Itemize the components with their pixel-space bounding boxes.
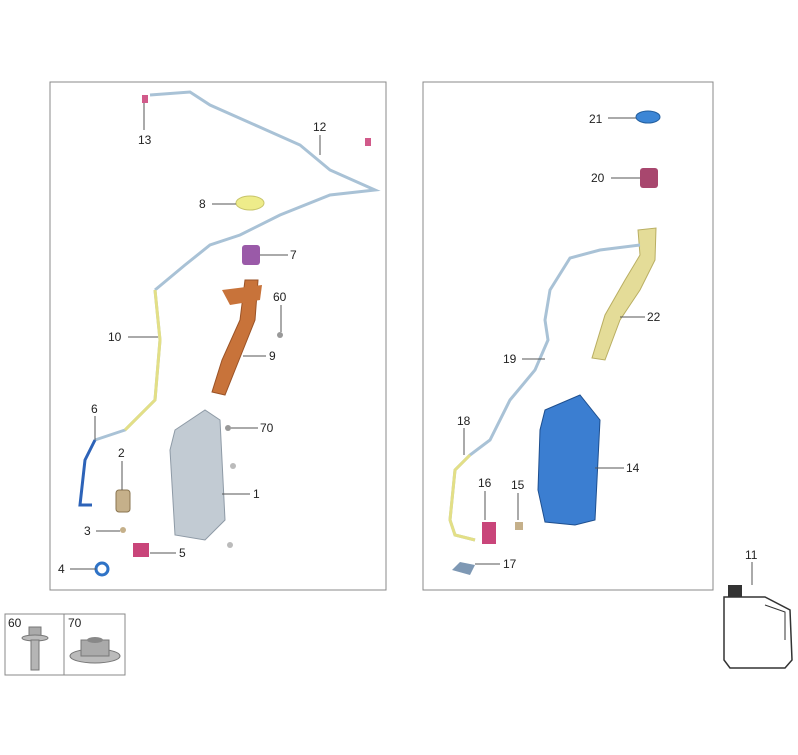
bolt-icon <box>21 626 49 671</box>
label-19: 19 <box>503 352 517 366</box>
label-12: 12 <box>313 120 327 134</box>
label-8: 8 <box>199 197 206 211</box>
label-10: 10 <box>108 330 122 344</box>
seal-ring-4[interactable] <box>94 561 110 577</box>
hose-10[interactable] <box>123 289 162 432</box>
label-6: 6 <box>91 402 98 416</box>
left-leader-lines <box>70 103 321 570</box>
label-70: 70 <box>260 421 274 435</box>
label-7: 7 <box>290 248 297 262</box>
cap-21[interactable] <box>635 110 661 124</box>
reservoir-14[interactable] <box>537 394 601 526</box>
label-5: 5 <box>179 546 186 560</box>
cap-8[interactable] <box>235 195 265 211</box>
label-2: 2 <box>118 446 125 460</box>
label-21: 21 <box>589 112 603 126</box>
grommet-3[interactable] <box>120 527 126 533</box>
label-17: 17 <box>503 557 517 571</box>
label-3: 3 <box>84 524 91 538</box>
fastener-legend: 60 70 <box>4 613 126 676</box>
connector-12-end <box>365 138 371 146</box>
reservoir-1[interactable] <box>169 409 226 541</box>
connector-17[interactable] <box>452 562 475 575</box>
level-sensor-5[interactable] <box>133 543 149 557</box>
connector-13[interactable] <box>142 95 148 103</box>
fluid-bottle-11[interactable] <box>723 585 793 669</box>
legend-label-70: 70 <box>68 616 82 630</box>
label-18: 18 <box>457 414 471 428</box>
label-22: 22 <box>647 310 661 324</box>
label-60: 60 <box>273 290 287 304</box>
nut-icon <box>69 637 121 664</box>
nut-70-b <box>230 463 236 469</box>
bolt-60[interactable] <box>277 332 283 338</box>
hose-6[interactable] <box>78 439 97 507</box>
label-20: 20 <box>591 171 605 185</box>
right-panel-frame <box>422 81 714 591</box>
right-leader-lines <box>463 117 645 565</box>
clip-15[interactable] <box>515 522 523 530</box>
label-1: 1 <box>253 487 260 501</box>
label-13: 13 <box>138 133 152 147</box>
seal-20[interactable] <box>640 168 658 188</box>
label-14: 14 <box>626 461 640 475</box>
pump-2[interactable] <box>115 489 131 513</box>
hose-assembly-12[interactable] <box>94 90 381 442</box>
hose-18[interactable] <box>448 453 476 542</box>
label-4: 4 <box>58 562 65 576</box>
label-16: 16 <box>478 476 492 490</box>
seal-7[interactable] <box>242 245 260 265</box>
nut-70-c <box>227 542 233 548</box>
label-11: 11 <box>745 548 758 562</box>
pump-16[interactable] <box>482 522 496 544</box>
filler-neck-22[interactable] <box>591 227 657 361</box>
label-15: 15 <box>511 478 525 492</box>
filler-neck-9-top <box>222 285 262 305</box>
label-9: 9 <box>269 349 276 363</box>
left-panel-frame <box>49 81 387 591</box>
nut-70[interactable] <box>225 425 231 431</box>
legend-label-60: 60 <box>8 616 22 630</box>
